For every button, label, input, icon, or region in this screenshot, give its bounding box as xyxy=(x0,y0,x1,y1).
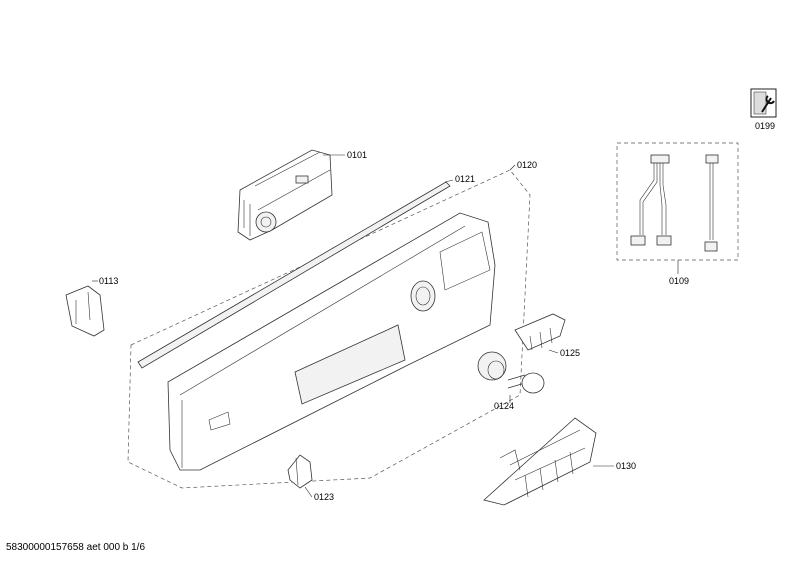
service-wrench-icon[interactable] xyxy=(750,88,777,118)
part-label-0130: 0130 xyxy=(616,461,636,471)
frame-bracket-0130[interactable] xyxy=(483,417,597,506)
part-label-0199: 0199 xyxy=(755,121,775,131)
cable-harness-0109[interactable] xyxy=(630,154,719,252)
leader-line-0125 xyxy=(548,349,559,354)
leader-line-0120 xyxy=(509,164,516,171)
part-label-0125: 0125 xyxy=(560,348,580,358)
trim-strip-0121[interactable] xyxy=(137,181,451,369)
clip-0123[interactable] xyxy=(287,454,313,489)
switch-block-0125[interactable] xyxy=(514,313,566,351)
control-panel-group-outline xyxy=(127,169,531,489)
leader-line-0123 xyxy=(304,486,313,498)
part-label-0120: 0120 xyxy=(517,160,537,170)
part-label-0121: 0121 xyxy=(455,174,475,184)
leader-line-0121 xyxy=(444,179,454,183)
control-panel-fascia-0120[interactable] xyxy=(167,212,496,471)
bracket-0113[interactable] xyxy=(65,285,105,337)
part-label-0101: 0101 xyxy=(347,150,367,160)
part-label-0109: 0109 xyxy=(669,276,689,286)
part-label-0113: 0113 xyxy=(99,276,118,286)
knob-0124[interactable] xyxy=(477,351,545,394)
document-id: 58300000157658 aet 000 b 1/6 xyxy=(6,542,146,553)
part-label-0124: 0124 xyxy=(494,401,514,411)
part-label-0123: 0123 xyxy=(314,492,334,502)
control-module-0101[interactable] xyxy=(237,149,333,241)
